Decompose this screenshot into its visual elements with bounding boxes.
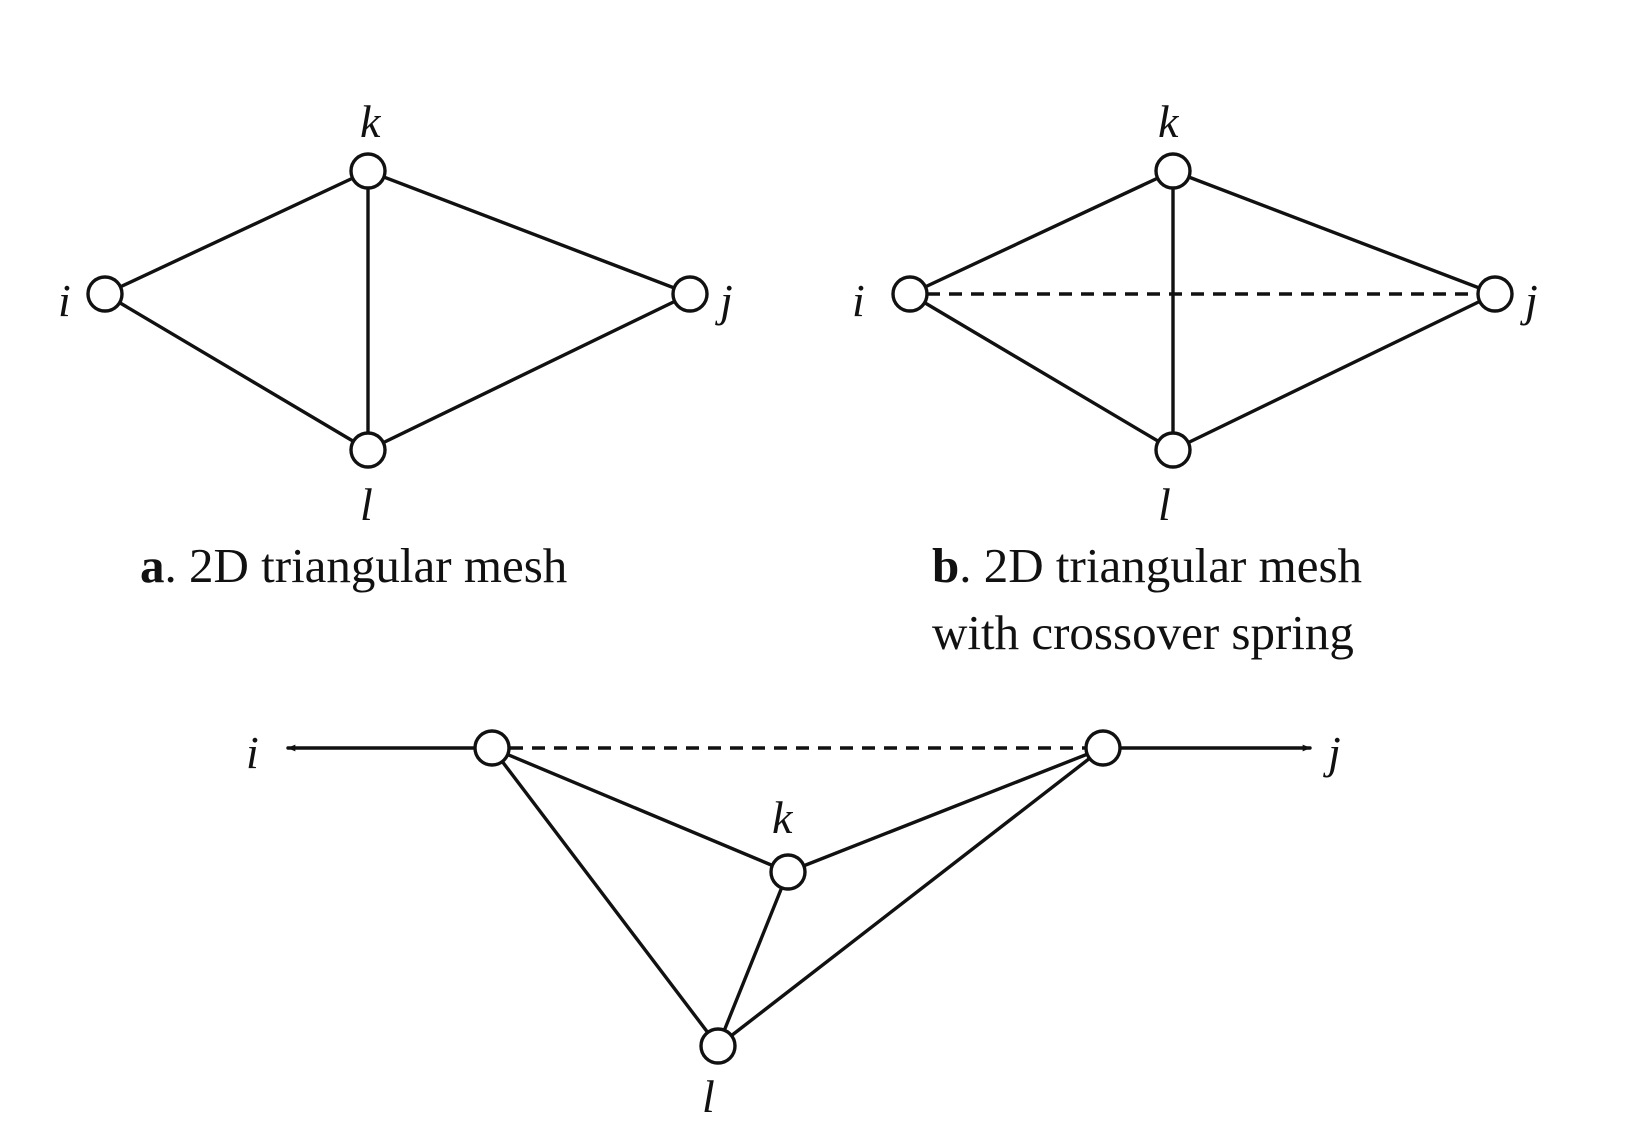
node-k [1154,152,1192,190]
node-label-j: j [1520,275,1538,326]
caption-b-line1: b. 2D triangular mesh [932,532,1362,599]
node-j [1476,275,1514,313]
edge-i-l [908,292,1175,452]
node-l [1154,431,1192,469]
edge-k-j [366,169,692,296]
node-l [349,431,387,469]
caption-panel-a: a. 2D triangular mesh [140,532,567,599]
edge-k-j [1171,169,1497,296]
panel-c-diagram: i j k l [246,727,1341,1122]
edge-i-k [103,169,370,296]
edge-k-j [786,746,1105,874]
edge-l-j [716,746,1105,1048]
node-l [699,1027,737,1065]
node-label-l: l [1158,479,1171,530]
panel-b-diagram: k i j l [852,96,1538,530]
edge-i-l [490,746,720,1048]
edge-l-j [1171,292,1497,452]
node-label-i: i [58,275,71,326]
edge-i-l [103,292,370,452]
edge-l-j [366,292,692,452]
caption-b-line2: with crossover spring [932,605,1354,660]
node-k [349,152,387,190]
node-label-k: k [772,792,794,843]
node-j [1084,729,1122,767]
node-label-k: k [360,96,382,147]
node-label-j: j [1323,727,1341,778]
node-k [769,853,807,891]
node-label-k: k [1158,96,1180,147]
node-i [86,275,124,313]
edge-i-k [490,746,790,874]
caption-b-letter: b [932,538,960,593]
node-j [671,275,709,313]
caption-b-text: . 2D triangular mesh [959,538,1363,593]
node-i [891,275,929,313]
node-i [473,729,511,767]
node-label-l: l [702,1071,715,1122]
panel-a-diagram: k i j l [58,96,733,530]
node-label-l: l [360,479,373,530]
caption-panel-b: b. 2D triangular mesh with crossover spr… [932,532,1362,666]
caption-a-letter: a [140,538,165,593]
caption-a-text: . 2D triangular mesh [164,538,568,593]
node-label-i: i [246,727,259,778]
node-label-j: j [715,275,733,326]
node-label-i: i [852,275,865,326]
edge-i-k [908,169,1175,296]
edge-k-l [716,870,790,1048]
